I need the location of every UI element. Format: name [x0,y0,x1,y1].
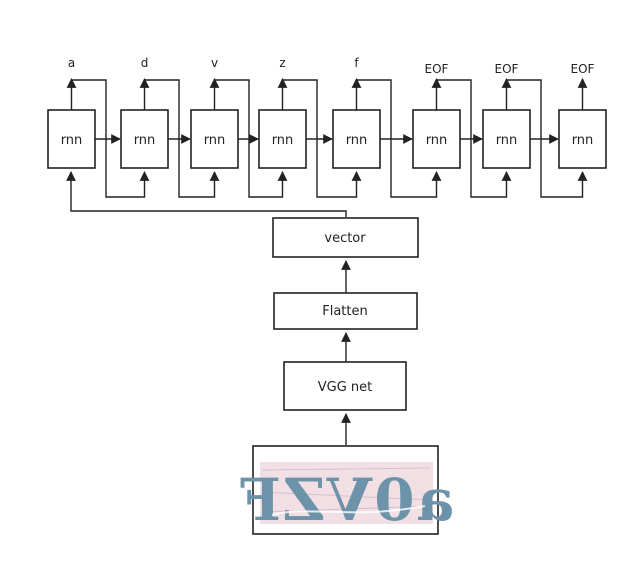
rnn-cell-1 [47,109,96,169]
output-label-6: EOF [425,62,449,76]
vector-box [272,217,419,258]
rnn-cell-label: rnn [426,133,448,148]
vector-label: vector [324,231,366,246]
feedback-connector-3 [214,79,288,198]
output-label-5: f [354,56,359,70]
rnn-cell-label: rnn [272,133,294,148]
vgg-net-label: VGG net [318,380,373,395]
captcha-text: a0VZF [238,466,454,534]
rnn-cell-label: rnn [204,133,226,148]
output-label-3: v [211,56,218,70]
flatten-label: Flatten [322,304,368,319]
feedback-connector-6 [436,79,512,198]
rnn-cell-6 [412,109,461,169]
rnn-cell-label: rnn [346,133,368,148]
rnn-cell-8 [558,109,607,169]
feedback-connector-7 [506,79,588,198]
output-label-2: d [141,56,149,70]
output-label-8: EOF [571,62,595,76]
rnn-cell-label: rnn [61,133,83,148]
output-label-4: z [279,56,285,70]
vgg-net-box [283,361,407,411]
captcha-image: a0VZF [238,462,454,534]
rnn-cell-4 [258,109,307,169]
rnn-cell-5 [332,109,381,169]
vector-to-rnn-connector [66,171,347,217]
feedback-connector-4 [282,79,362,198]
rnn-cell-label: rnn [496,133,518,148]
feedback-connector-2 [144,79,220,198]
output-label-7: EOF [495,62,519,76]
output-label-1: a [68,56,75,70]
rnn-cell-label: rnn [572,133,594,148]
feedback-connector-1 [71,79,150,198]
feedback-connector-5 [356,79,442,198]
rnn-cell-label: rnn [134,133,156,148]
